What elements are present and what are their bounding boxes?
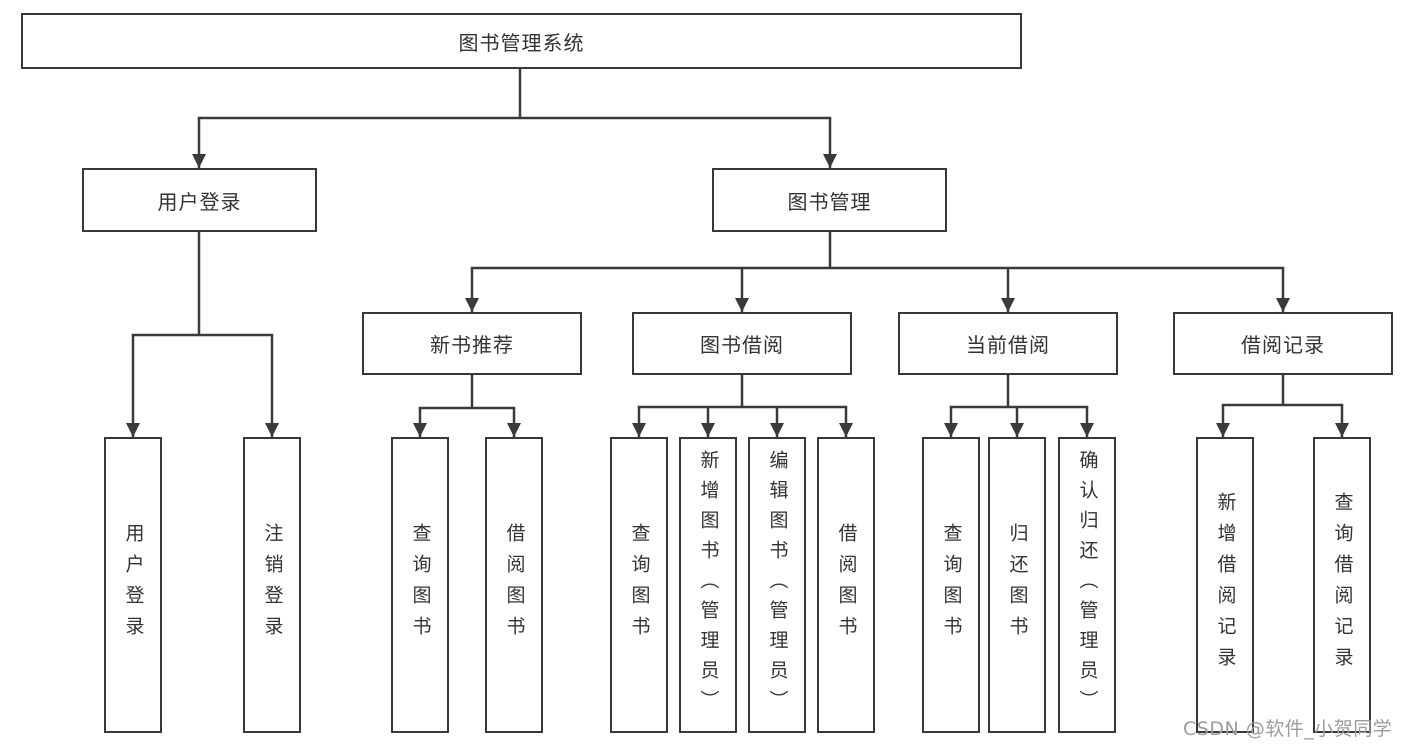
leaf-query-books-recommend: 查询图书	[391, 437, 449, 733]
leaf-add-book-admin: 新增图书（管理员）	[679, 437, 737, 733]
csdn-watermark: CSDN @软件_小贺同学	[1183, 718, 1393, 740]
node-library-system-root: 图书管理系统	[21, 13, 1022, 69]
connector-current-borrowing-split	[949, 375, 1089, 409]
connector-book-borrowing-split	[637, 375, 848, 409]
leaf-query-books-current: 查询图书	[922, 437, 980, 733]
leaf-add-borrow-record: 新增借阅记录	[1196, 437, 1254, 733]
node-user-login-branch: 用户登录	[82, 168, 317, 232]
leaf-borrow-books-recommend: 借阅图书	[485, 437, 543, 733]
node-book-management-branch: 图书管理	[712, 168, 947, 232]
connector-root-split	[197, 68, 832, 120]
connector-user-login-split	[131, 232, 274, 337]
node-new-book-recommendation: 新书推荐	[362, 312, 582, 375]
leaf-logout: 注销登录	[243, 437, 301, 733]
leaf-user-login: 用户登录	[104, 437, 162, 733]
node-borrowing-records: 借阅记录	[1173, 312, 1393, 375]
leaf-query-books-borrowing: 查询图书	[610, 437, 668, 733]
connector-borrowing-records-split	[1221, 375, 1344, 407]
leaf-confirm-return-admin: 确认归还（管理员）	[1058, 437, 1116, 733]
leaf-edit-book-admin: 编辑图书（管理员）	[748, 437, 806, 733]
node-current-borrowing: 当前借阅	[898, 312, 1118, 375]
leaf-return-book: 归还图书	[988, 437, 1046, 733]
connector-book-management-split	[470, 232, 1285, 270]
leaf-query-borrow-record: 查询借阅记录	[1313, 437, 1371, 733]
node-book-borrowing: 图书借阅	[632, 312, 852, 375]
connector-new-book-split	[418, 375, 516, 410]
leaf-borrow-books-borrowing: 借阅图书	[817, 437, 875, 733]
